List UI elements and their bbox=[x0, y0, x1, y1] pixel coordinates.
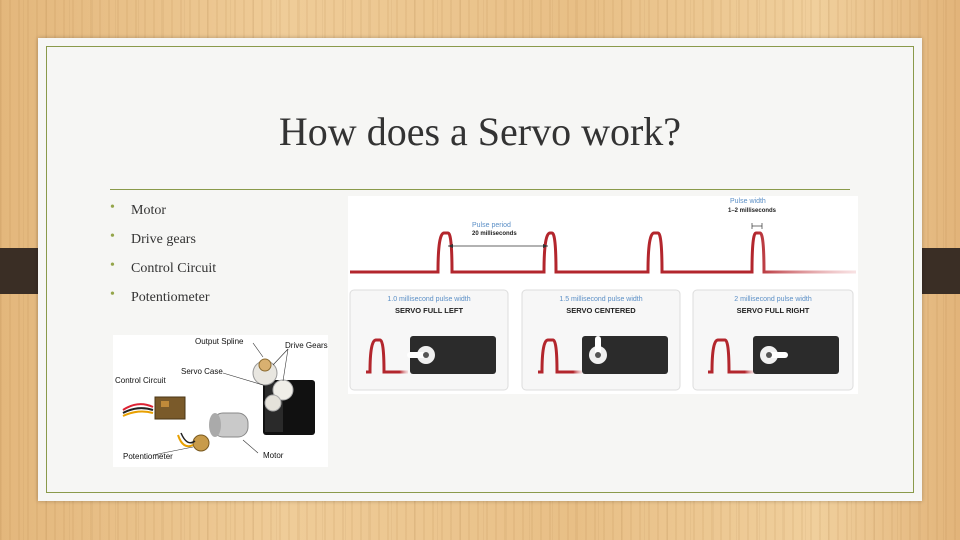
bullet-list: •Motor •Drive gears •Control Circuit •Po… bbox=[110, 200, 217, 319]
servo-exploded-image: Output Spline Drive Gears Servo Case Con… bbox=[113, 335, 328, 467]
pulse-diagram-graphics bbox=[349, 223, 856, 391]
panel-center-pulse-label: 1.5 millisecond pulse width bbox=[559, 296, 643, 303]
servo-parts-illustration bbox=[122, 342, 315, 456]
label-motor: Motor bbox=[263, 451, 284, 460]
slide-title: How does a Servo work? bbox=[278, 109, 682, 154]
panel-right-title: SERVO FULL RIGHT bbox=[736, 306, 810, 315]
slide-frame bbox=[46, 46, 914, 493]
pulse-width-label: Pulse width bbox=[730, 198, 766, 205]
pulse-width-value: 1–2 milliseconds bbox=[728, 208, 777, 214]
bullet-item: •Potentiometer bbox=[110, 287, 210, 305]
label-drive-gears: Drive Gears bbox=[285, 341, 328, 350]
pulse-width-diagram: Pulse period 20 milliseconds Pulse width… bbox=[348, 196, 858, 394]
bullet-icon: • bbox=[110, 287, 115, 302]
horn-hub-icon bbox=[423, 352, 429, 358]
panel-center-title: SERVO CENTERED bbox=[566, 306, 636, 315]
label-potentiometer: Potentiometer bbox=[123, 452, 173, 461]
bullet-icon: • bbox=[110, 200, 115, 215]
label-output-spline: Output Spline bbox=[195, 337, 244, 346]
panel-left-pulse-label: 1.0 millisecond pulse width bbox=[387, 296, 471, 303]
panel-right-pulse-label: 2 millisecond pulse width bbox=[734, 296, 812, 303]
bullet-icon: • bbox=[110, 229, 115, 244]
panel-left-title: SERVO FULL LEFT bbox=[394, 306, 464, 315]
bullet-item: •Motor bbox=[110, 200, 166, 218]
slide: How does a Servo work? •Motor •Drive gea… bbox=[38, 38, 922, 501]
bullet-icon: • bbox=[110, 258, 115, 273]
horn-hub-icon bbox=[595, 352, 601, 358]
label-servo-case: Servo Case bbox=[181, 367, 223, 376]
bullet-item: •Drive gears bbox=[110, 229, 196, 247]
pulse-period-value: 20 milliseconds bbox=[472, 231, 517, 237]
horn-hub-icon bbox=[766, 352, 772, 358]
label-control-circuit: Control Circuit bbox=[115, 376, 166, 385]
title-rule bbox=[110, 189, 850, 190]
pulse-period-label: Pulse period bbox=[472, 222, 511, 229]
bullet-item: •Control Circuit bbox=[110, 258, 217, 276]
